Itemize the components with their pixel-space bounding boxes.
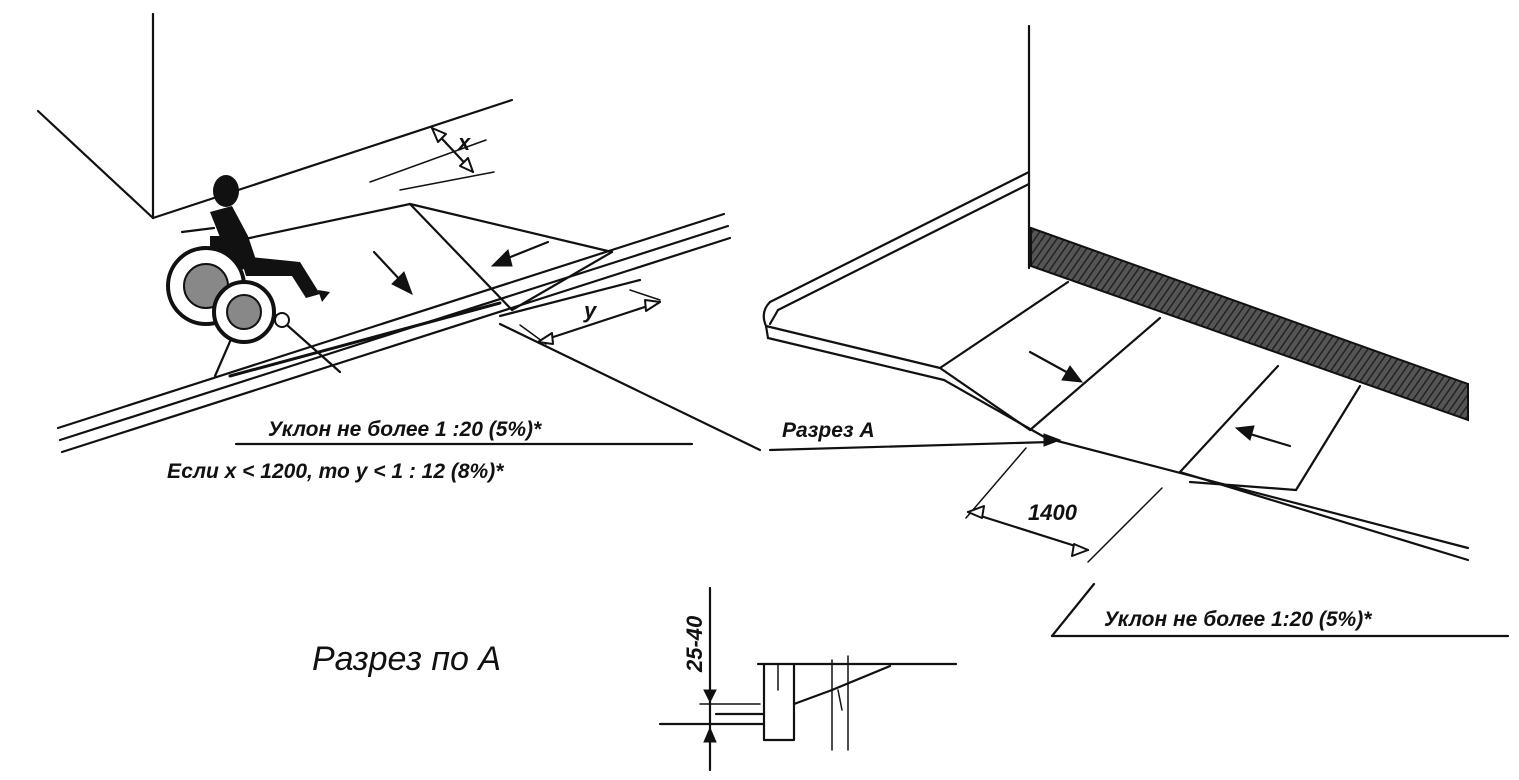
dimension-x-label: x [457, 130, 471, 155]
building-right [768, 24, 1031, 312]
curb-height-label: 25-40 [682, 615, 707, 673]
left-view: x y [36, 12, 762, 483]
section-detail: Разрез по А 25-40 [312, 586, 958, 772]
ramp-platform [213, 202, 762, 452]
right-view: 1400 Уклон не более 1:20 (5%)* [762, 24, 1510, 638]
building-left [36, 12, 514, 220]
slope-arrows-right [1028, 350, 1292, 448]
slope-label-right: Уклон не более 1:20 (5%)* [1104, 608, 1372, 631]
sidewalk-edge [56, 212, 732, 454]
slope-label-left: Уклон не более 1 :20 (5%)* [268, 418, 542, 441]
section-a-label: Разрез А [782, 419, 875, 442]
wheelchair-user-icon [166, 175, 330, 344]
dimension-y: y [519, 289, 662, 345]
dimension-1400: 1400 [965, 447, 1163, 563]
dimension-y-label: y [583, 298, 598, 323]
section-by-a-title: Разрез по А [312, 640, 501, 678]
dimension-1400-label: 1400 [1028, 500, 1078, 525]
slope-arrows-left [372, 240, 550, 296]
condition-label: Если x < 1200, то y < 1 : 12 (8%)* [167, 460, 504, 483]
section-a-leader: Разрез А [768, 419, 1062, 452]
curb-strip [1030, 226, 1469, 422]
label-leader-right [1050, 582, 1096, 638]
dimension-x: x [369, 126, 495, 191]
walkway-edge [762, 280, 1470, 562]
